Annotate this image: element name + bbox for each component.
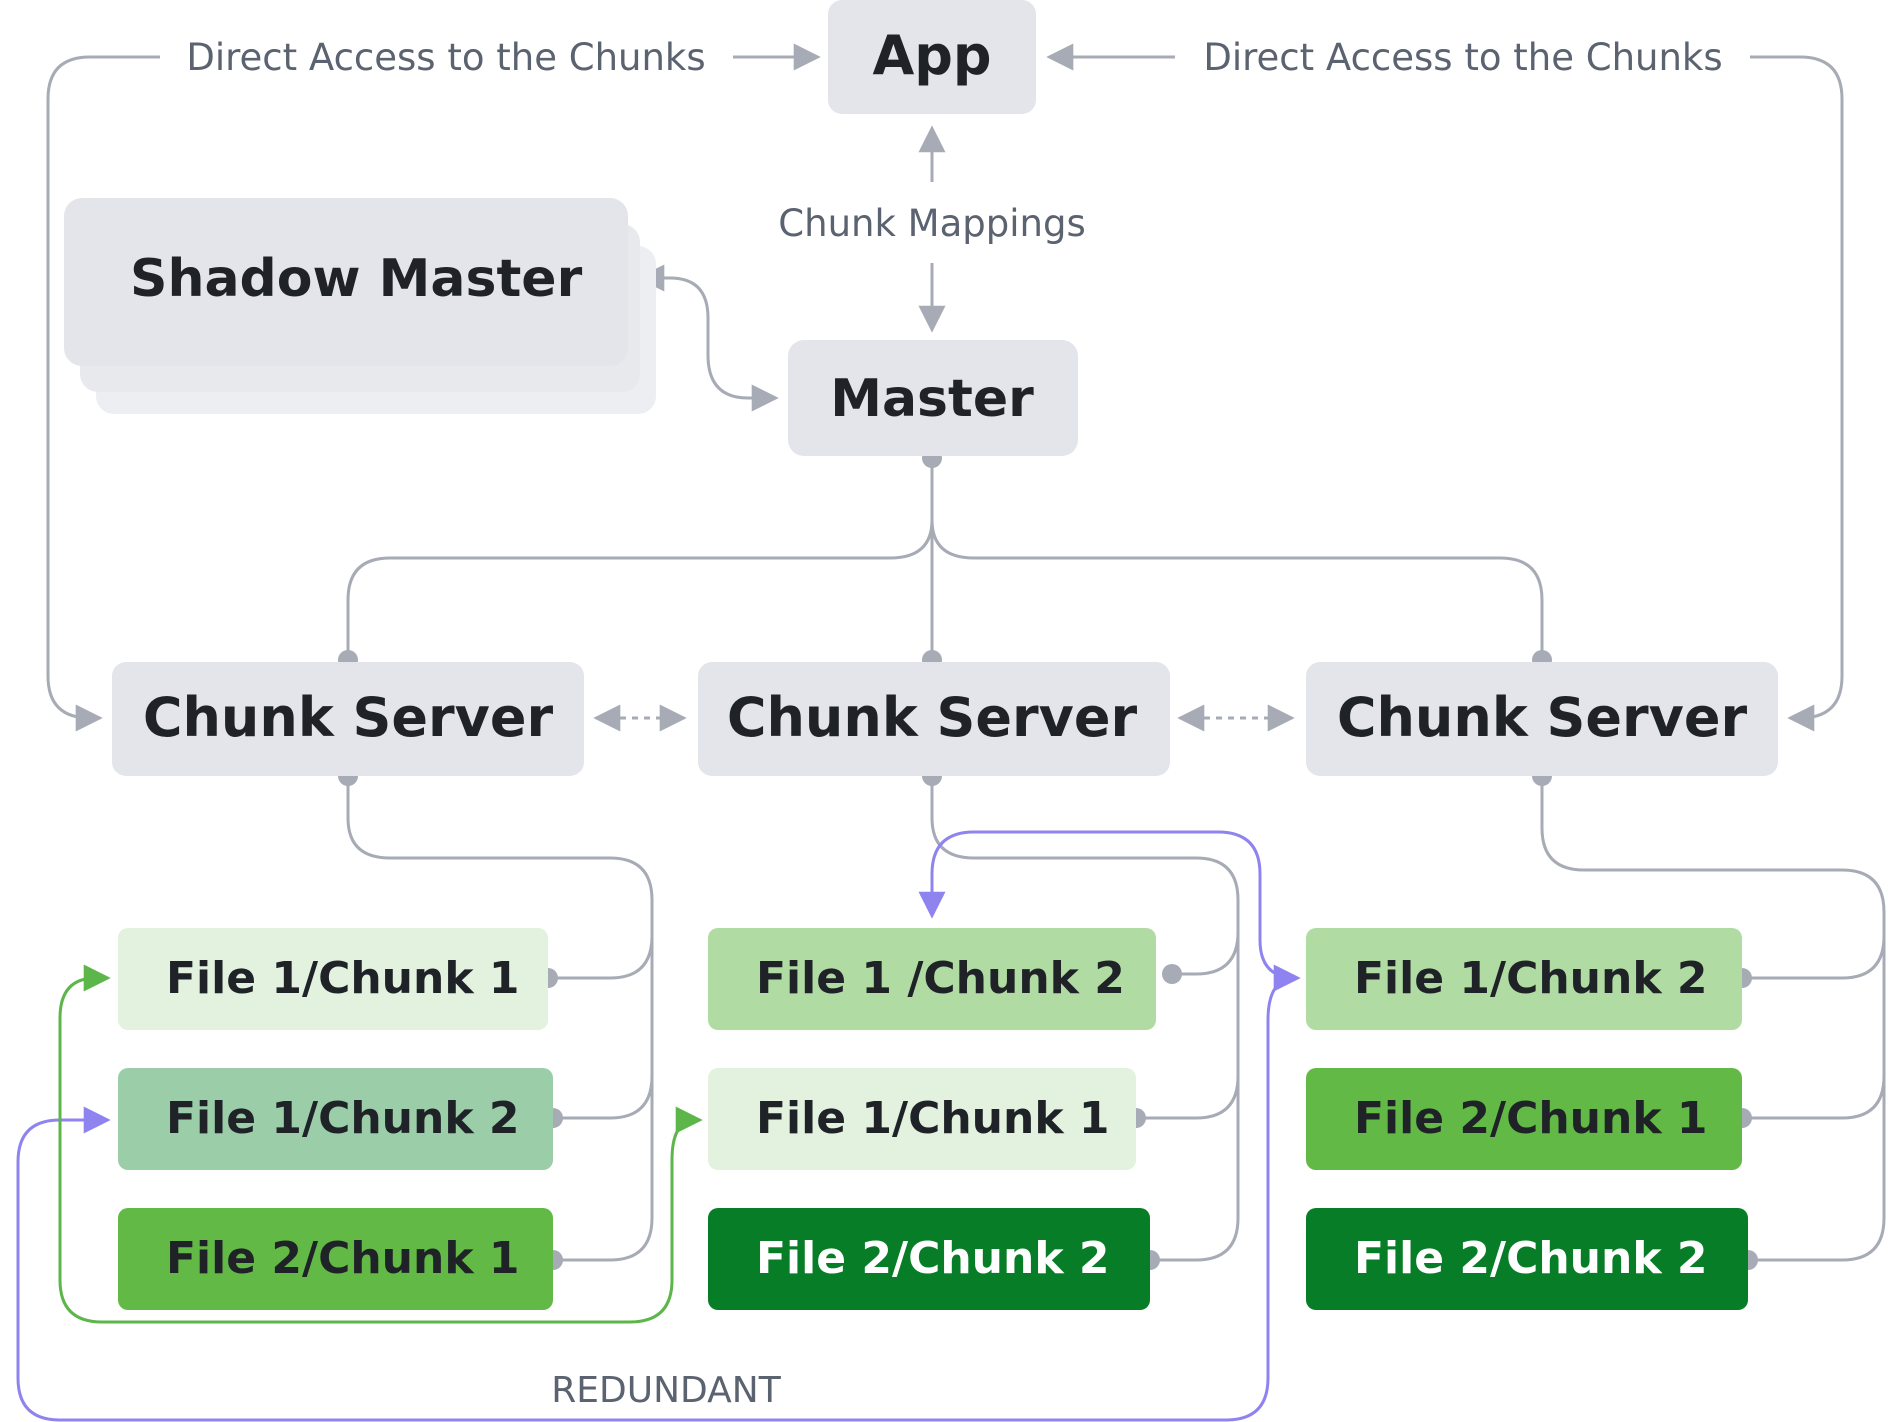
chunk-label: File 1/Chunk 2 [1354,953,1708,1004]
chunk-box: File 2/Chunk 2 [708,1208,1150,1310]
shadow-master-stack: Shadow Master [64,198,656,414]
shadow-master-front-card [64,198,628,366]
chunk-box: File 1/Chunk 1 [708,1068,1136,1170]
chunks-center-column: File 1 /Chunk 2 File 1/Chunk 1 File 2/Ch… [708,928,1156,1310]
master-node: Master [788,340,1078,456]
chunk-server-left: Chunk Server [112,662,584,776]
chunk-box: File 2/Chunk 1 [118,1208,553,1310]
right-server-chunk2-branch [1742,1075,1886,1120]
chunk-box: File 2/Chunk 1 [1306,1068,1742,1170]
chunk-server-center: Chunk Server [698,662,1170,776]
chunk-box: File 1/Chunk 2 [118,1068,553,1170]
chunk-label: File 2/Chunk 1 [1354,1093,1708,1144]
direct-access-right-to-server-arrow [1750,55,1844,732]
center-server-chunk1-branch [1172,931,1240,976]
direct-access-left-label: Direct Access to the Chunks [186,36,705,79]
chunk-box: File 1/Chunk 1 [118,928,548,1030]
master-to-left-server-connector [346,519,934,660]
chunk-label: File 1/Chunk 1 [756,1093,1110,1144]
shadow-master-sync-arrow [637,264,779,412]
chunk-label: File 2/Chunk 2 [1354,1233,1708,1284]
left-server-chunk2-branch [553,1075,654,1120]
shadow-master-label: Shadow Master [130,249,583,309]
redundant-purple-line [16,964,1301,1422]
direct-access-left-to-server-arrow [46,55,160,732]
chunk-label: File 2/Chunk 2 [756,1233,1110,1284]
center-server-chunk2-branch [1136,1075,1240,1120]
app-label: App [872,24,991,87]
master-to-right-server-connector [930,519,1544,660]
center-chunk-1-dot [1162,964,1182,984]
redundant-label: REDUNDANT [551,1370,781,1411]
chunk-label: File 1/Chunk 2 [166,1093,520,1144]
green-redundant-line [58,964,703,1324]
app-node: App [828,0,1036,114]
chunk-label: File 1/Chunk 1 [166,953,520,1004]
chunk-box: File 2/Chunk 2 [1306,1208,1748,1310]
chunk-box: File 1/Chunk 2 [1306,928,1742,1030]
chunks-right-column: File 1/Chunk 2 File 2/Chunk 1 File 2/Chu… [1306,928,1748,1310]
chunks-left-column: File 1/Chunk 1 File 1/Chunk 2 File 2/Chu… [118,928,553,1310]
redundancy-connectors [16,830,1301,1422]
chunk-server-right-label: Chunk Server [1337,686,1748,749]
master-label: Master [830,369,1034,429]
chunk-box: File 1 /Chunk 2 [708,928,1156,1030]
purple-cross-line [918,830,1298,980]
right-server-chunk-trunk [1540,776,1886,1262]
chunk-label: File 2/Chunk 1 [166,1233,520,1284]
right-server-chunk1-branch [1742,935,1886,980]
left-server-chunk1-branch [548,935,654,980]
edge-labels: Direct Access to the Chunks Direct Acces… [162,30,1748,1411]
chunk-server-center-label: Chunk Server [727,686,1138,749]
chunk-label: File 1 /Chunk 2 [756,953,1125,1004]
chunk-server-left-label: Chunk Server [143,686,554,749]
chunk-server-right: Chunk Server [1306,662,1778,776]
direct-access-right-label: Direct Access to the Chunks [1203,36,1722,79]
chunk-mappings-label: Chunk Mappings [778,202,1085,245]
left-server-chunk-trunk [346,776,654,1262]
